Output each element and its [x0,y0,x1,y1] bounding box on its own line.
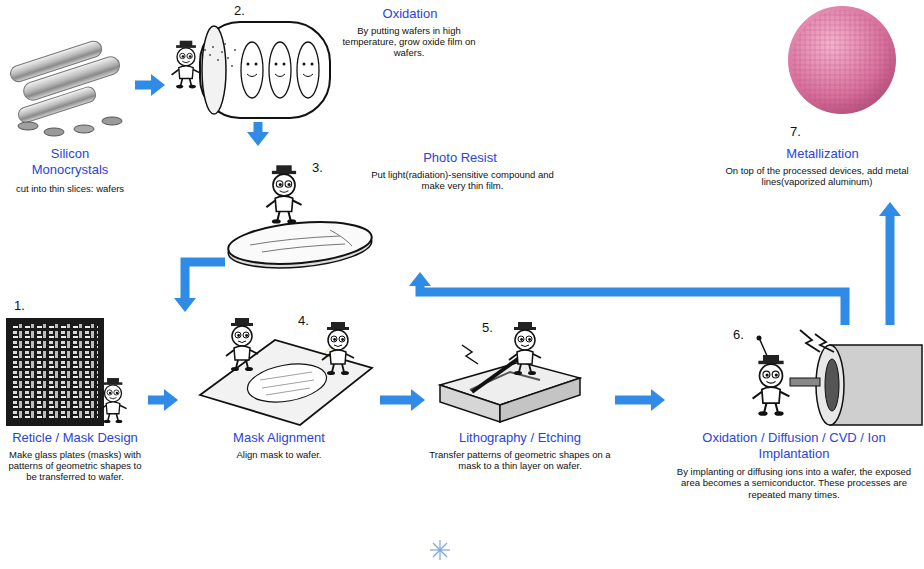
flow-arrow [247,122,269,146]
text-slot: Put light(radiation)-sensitive compound … [370,169,555,192]
step-title: Metallization [735,146,910,162]
step-description: cut into thin slices: wafers [5,183,135,194]
step-description: By putting wafers in high temperature, g… [335,25,483,59]
step-description: On top of the processed devices, add met… [712,165,922,188]
flow-arrow [174,262,225,312]
step-number: 4. [298,313,328,329]
text-slot: 5. [482,320,512,336]
text-slot: 7. [790,124,820,140]
process-step: 5. Lithography / EtchingTransfer patterns… [425,318,615,488]
step-title: Lithography / Etching [427,430,613,446]
arrow-shaft [886,216,895,325]
flow-arrow [409,272,845,325]
process-step: 6. Oxidation / Diffusion / CVD / Ion Impl… [665,325,922,525]
text-slot: 3. [312,160,342,176]
arrow-head [174,298,196,312]
arrow-shaft [254,122,263,132]
step-title: Photo Resist [395,150,525,166]
text-slot: By implanting or diffusing ions into a w… [668,466,920,500]
step-number: 5. [482,320,512,336]
flow-arrow [879,202,901,325]
metallized-wafer [788,6,896,114]
step-title: Reticle / Mask Design [4,430,146,446]
process-step: 1. Reticle / Mask DesignMake glass plates… [2,296,148,496]
arrow-head [247,132,269,146]
arrow-shaft [380,396,411,405]
step-number: 6. [733,327,763,343]
text-slot: Make glass plates (masks) with patterns … [4,449,146,483]
flow-arrow [135,74,165,96]
text-slot: Silicon Monocrystals [20,146,120,177]
arrow-head [411,389,425,411]
step-title: Silicon Monocrystals [20,146,120,177]
step-number: 2. [234,3,264,19]
process-step: Silicon Monocrystals cut into thin slices… [5,30,135,206]
step-title: Oxidation / Diffusion / CVD / Ion Implan… [668,430,920,461]
arrow-head [409,272,431,286]
step-description: Align mask to wafer. [180,449,378,460]
text-slot: 6. [733,327,763,343]
step-title: Oxidation [340,6,480,22]
arrow-head [164,389,178,411]
flow-arrow [148,389,178,411]
reticle-mask [6,318,127,426]
process-step: 3. Photo ResistPut light(radiation)-sensi… [225,146,560,272]
text-slot: 2. [234,3,264,19]
text-slot: Oxidation / Diffusion / CVD / Ion Implan… [668,430,920,461]
flow-arrow [615,389,665,411]
step-number: 7. [790,124,820,140]
flow-arrow [380,389,425,411]
step-description: Put light(radiation)-sensitive compound … [370,169,555,192]
text-slot: By putting wafers in high temperature, g… [335,25,483,59]
step-description: By implanting or diffusing ions into a w… [668,466,920,500]
process-step: 7. Metallization On top of the processed d… [712,6,922,202]
text-slot: Oxidation [340,6,480,22]
arrow-shaft [185,262,225,298]
ion-implanter [753,330,922,425]
arrow-head [879,202,901,216]
text-slot: Mask Alignment [180,430,378,446]
arrow-head [151,74,165,96]
arrow-shaft [615,396,651,405]
oxidation-furnace [172,22,330,118]
text-slot: 1. [14,298,44,314]
text-slot: Metallization [735,146,910,162]
text-slot: On top of the processed devices, add met… [712,165,922,188]
arrow-shaft [148,396,164,405]
step-title: Mask Alignment [180,430,378,446]
step-description: Make glass plates (masks) with patterns … [4,449,146,483]
photoresist-wafer [227,165,374,273]
silicon-ingots [4,35,128,136]
text-slot: Transfer patterns of geometric shapes on… [427,449,613,472]
text-slot: 4. [298,313,328,329]
process-step: 2. Oxidation By putting wafers in high tem… [165,2,485,122]
step-number: 3. [312,160,342,176]
text-slot: Align mask to wafer. [180,449,378,460]
step-number: 1. [14,298,44,314]
text-slot: Photo Resist [395,150,525,166]
process-step: 4. Mask AlignmentAlign mask to wafer. [178,312,380,472]
text-slot: Lithography / Etching [427,430,613,446]
logo-mark [430,540,450,560]
arrow-shaft [420,286,845,325]
text-slot: cut into thin slices: wafers [5,183,135,194]
step-description: Transfer patterns of geometric shapes on… [427,449,613,472]
mask-alignment-stage [200,318,372,425]
text-slot: Reticle / Mask Design [4,430,146,446]
arrow-head [651,389,665,411]
arrow-shaft [135,81,151,90]
lithography-machine [440,322,580,422]
